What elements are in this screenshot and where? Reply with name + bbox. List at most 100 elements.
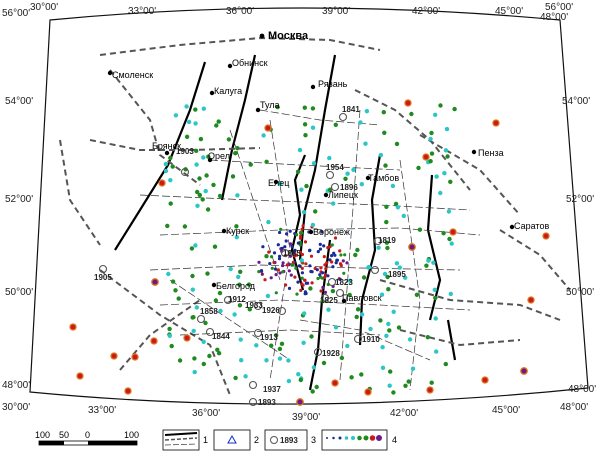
epicenter-dot: [345, 343, 350, 349]
epicenter-dot: [355, 247, 360, 253]
epicenter-dot: [289, 273, 293, 277]
epicenter-dot: [279, 227, 283, 231]
epicenter-dot: [269, 276, 273, 280]
epicenter-dot: [302, 122, 308, 127]
epicenter-dot: [403, 275, 408, 280]
graticule-labels: 56°00' 54°00' 52°00' 50°00' 48°00' 56°00…: [2, 2, 596, 423]
epicenter-dot: [259, 269, 264, 273]
epicenter-dot: [321, 360, 327, 366]
epicenter-dot: [267, 250, 271, 254]
quake-year-labels: 1903 1841 1954 1896 1819 1895 1885 1823 …: [94, 105, 406, 407]
epicenter-dot: [384, 204, 389, 209]
epicenter-dot: [198, 136, 204, 142]
legend-item-triangle: 2: [213, 429, 259, 451]
year-label: 1858: [200, 307, 218, 316]
city-bryansk: Брянск: [152, 141, 181, 151]
epicenter-dot: [339, 253, 343, 257]
epicenter-dot: [163, 161, 168, 167]
epicenter-dot: [278, 254, 282, 258]
epicenter-dot: [281, 264, 285, 268]
epicenter-dot: [404, 99, 412, 107]
epicenter-dot: [354, 314, 359, 320]
epicenter-dot: [308, 248, 312, 252]
epicenter-dot: [313, 209, 318, 214]
epicenter-dot: [292, 254, 297, 258]
epicenter-dot: [333, 325, 339, 330]
epicenter-dot: [303, 278, 307, 282]
epicenter-dot: [443, 361, 448, 367]
epicenter-dot: [339, 355, 345, 361]
epicenter-dot: [417, 227, 423, 232]
epicenter-dot: [303, 240, 308, 244]
epicenter-dot: [268, 262, 272, 266]
legend-dot: [332, 436, 335, 440]
epicenter-dot: [304, 262, 308, 266]
epicenter-dot: [302, 311, 307, 316]
epicenter-dots: [69, 99, 550, 406]
lat-label-50-right: 50°00': [566, 287, 594, 298]
epicenter-dot: [237, 282, 242, 287]
epicenter-dot: [279, 341, 285, 346]
epicenter-dot: [300, 271, 304, 275]
epicenter-dot: [378, 152, 384, 158]
epicenter-dot: [257, 260, 261, 264]
epicenter-dot: [301, 340, 306, 345]
epicenter-dot: [270, 255, 274, 259]
epicenter-dot: [422, 153, 430, 161]
epicenter-dot: [197, 192, 202, 198]
lon-label-33-bottom: 33°00': [88, 405, 116, 416]
city-voronezh: Воронеж: [313, 227, 350, 237]
epicenter-dot: [296, 241, 300, 245]
epicenter-dot: [296, 398, 304, 406]
epicenter-dot: [302, 105, 307, 110]
epicenter-dot: [322, 255, 326, 259]
lat-label-48-right: 48°00': [568, 384, 596, 395]
epicenter-dot: [342, 271, 346, 275]
epicenter-dot: [288, 229, 292, 233]
epicenter-dot: [201, 339, 206, 344]
epicenter-dot: [323, 275, 327, 279]
epicenter-dot: [407, 337, 413, 342]
epicenter-dot: [216, 351, 222, 356]
major-faults: [114, 54, 457, 391]
epicenter-dot: [300, 227, 304, 231]
epicenter-dot: [310, 125, 316, 130]
epicenter-dot: [233, 151, 238, 156]
epicenter-dot: [408, 243, 416, 251]
epicenter-dot: [299, 234, 303, 238]
city-obninsk: Обнинск: [232, 58, 268, 68]
epicenter-dot: [76, 372, 84, 380]
epicenter-dot: [325, 261, 329, 265]
epicenter-dot: [205, 207, 211, 212]
epicenter-dot: [201, 361, 206, 367]
epicenter-dot: [331, 379, 339, 387]
epicenter-dot: [297, 264, 301, 268]
epicenter-dot: [330, 243, 334, 247]
year-label: 1823: [335, 278, 353, 287]
dashed-faults: [59, 36, 571, 396]
epicenter-dot: [309, 269, 313, 274]
epicenter-dot: [383, 163, 388, 168]
epicenter-dot: [294, 266, 298, 270]
epicenter-dot: [299, 187, 304, 192]
epicenter-dot: [176, 296, 181, 301]
epicenter-dot: [434, 349, 439, 354]
epicenter-dot: [343, 253, 347, 257]
lat-label-56-right: 56°00': [545, 2, 573, 13]
lat-label-54-right: 54°00': [562, 96, 590, 107]
epicenter-dot: [322, 244, 326, 248]
epicenter-dot: [426, 258, 431, 263]
lon-label-48-bottom: 48°00': [560, 402, 588, 413]
epicenter-dot: [204, 173, 209, 178]
epicenter-dot: [200, 197, 205, 202]
epicenter-dot: [304, 291, 308, 296]
epicenter-dot: [335, 258, 339, 262]
epicenter-dot: [211, 182, 216, 188]
epicenter-dot: [396, 325, 402, 330]
year-label: 1913: [260, 333, 278, 342]
year-label: 1912: [228, 295, 246, 304]
epicenter-dot: [327, 155, 332, 161]
year-label: 1896: [340, 183, 358, 192]
epicenter-dot: [443, 148, 449, 153]
epicenter-dot: [166, 271, 171, 277]
